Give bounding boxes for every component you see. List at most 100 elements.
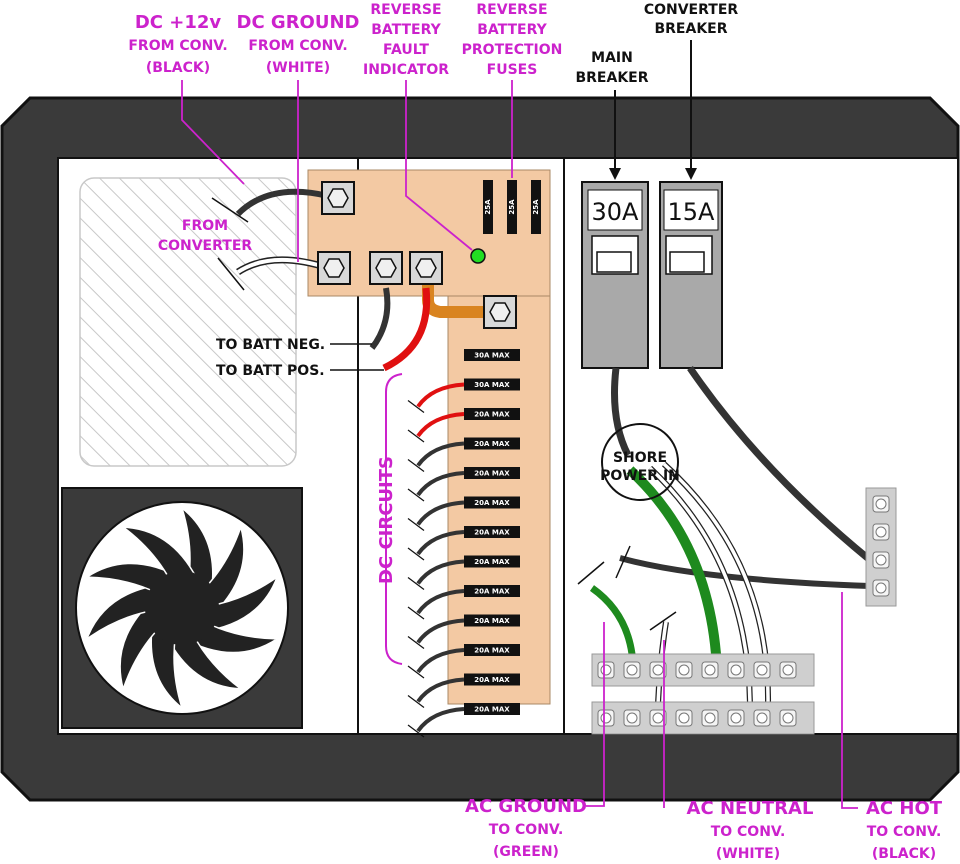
label-ac-neutral-2: TO CONV. <box>711 824 786 840</box>
label-batt-pos: TO BATT POS. <box>216 363 325 379</box>
dc-fuse <box>464 378 520 391</box>
label-converter-breaker-2: BREAKER <box>654 21 727 37</box>
label-dc-plus-2: FROM CONV. <box>128 38 227 54</box>
stud-nut <box>327 188 349 208</box>
terminal-screw[interactable] <box>875 582 887 594</box>
ac-terminal-blocks <box>591 487 897 735</box>
label-converter-breaker-1: CONVERTER <box>644 2 739 18</box>
leader-dc-plus <box>181 80 245 185</box>
leader-main-breaker-arrow <box>609 168 621 180</box>
dc-circuit-wire <box>416 589 465 615</box>
dc-fuse <box>464 496 520 509</box>
dc-circuit-wire <box>416 530 465 556</box>
terminal-screw[interactable] <box>875 526 887 538</box>
terminal-screw[interactable] <box>730 664 742 676</box>
dc-fuse <box>464 526 520 538</box>
top-fuse <box>531 180 541 234</box>
dc-circuit-wire <box>416 707 465 733</box>
main-breaker-wire <box>611 367 632 457</box>
top-fuse-rating: 25A <box>508 199 516 215</box>
converter-breaker-rating: 15A <box>668 198 716 226</box>
terminal-screw[interactable] <box>678 712 690 724</box>
wire-end-1 <box>211 197 249 223</box>
terminal-screw[interactable] <box>756 664 768 676</box>
terminal-screw[interactable] <box>626 664 638 676</box>
terminal-screw[interactable] <box>678 664 690 676</box>
terminal-screw[interactable] <box>730 712 742 724</box>
label-dc-circuits: DC CIRCUITS <box>376 456 397 584</box>
dc-circuit-fuses: 30A MAX 30A MAX 20A MAX 20A MAX 20A MAX 20A M… <box>464 349 520 715</box>
fan-hub <box>145 571 219 645</box>
dc-circuit-wire <box>416 441 465 467</box>
dc-fuse-rating: 20A MAX <box>474 676 510 684</box>
dc-wire-end <box>407 459 425 472</box>
dc-wire-end <box>407 695 425 708</box>
dc-fuse-rating: 30A MAX <box>474 352 510 360</box>
dc-circuit-wire <box>416 648 465 674</box>
dc-circuits-bracket <box>385 373 403 665</box>
label-fuses-3: PROTECTION <box>462 42 563 58</box>
ac-wire-end-1 <box>577 561 605 585</box>
terminal-screw[interactable] <box>704 664 716 676</box>
terminal-screw[interactable] <box>652 664 664 676</box>
top-fuse <box>507 180 517 234</box>
label-ac-neutral-3: (WHITE) <box>716 846 780 862</box>
dc-fuse-rating: 20A MAX <box>474 558 510 566</box>
main-breaker-handle[interactable] <box>596 251 632 273</box>
terminal-screw[interactable] <box>756 712 768 724</box>
terminal-screw[interactable] <box>600 712 612 724</box>
dc-fuse <box>464 585 520 597</box>
terminal-screw[interactable] <box>782 712 794 724</box>
label-ac-ground-1: AC GROUND <box>465 796 587 817</box>
label-batt-neg: TO BATT NEG. <box>216 337 325 353</box>
terminal-screw[interactable] <box>875 498 887 510</box>
dc-wire-end <box>407 606 425 620</box>
top-fuse <box>483 180 493 234</box>
label-indicator-1: REVERSE <box>370 2 441 18</box>
converter-breaker-handle[interactable] <box>669 251 705 273</box>
shore-power-line-1: SHORE <box>613 450 667 466</box>
terminal-screw[interactable] <box>875 554 887 566</box>
dc-fuse-rating: 20A MAX <box>474 411 510 419</box>
terminal-screw[interactable] <box>600 664 612 676</box>
label-ac-ground-2: TO CONV. <box>489 822 564 838</box>
dc-circuit-wire <box>416 559 465 585</box>
main-breaker-rating: 30A <box>592 198 640 226</box>
label-dc-plus-1: DC +12v <box>135 12 222 33</box>
dc-fuse <box>464 673 520 686</box>
dc-fuse <box>464 437 520 450</box>
ac-wire-end-3 <box>649 611 677 631</box>
ac-ground-conv-wire <box>589 585 636 655</box>
terminal-screw[interactable] <box>652 712 664 724</box>
label-dc-plus-3: (BLACK) <box>146 60 210 76</box>
dc-circuit-wire <box>416 500 465 526</box>
stud-nut <box>415 258 437 278</box>
dc-wire-end <box>407 547 425 561</box>
dc-circuit-wire <box>416 382 465 408</box>
dc-circuit-wire <box>416 618 465 644</box>
label-indicator-2: BATTERY <box>371 22 441 38</box>
dc-fuse <box>464 408 520 420</box>
dc-fuse <box>464 644 520 656</box>
dc-wire-end <box>407 429 425 443</box>
dc-fuse-rating: 30A MAX <box>474 381 510 389</box>
dc-wire-end <box>407 665 425 679</box>
ac-wire-end-2 <box>615 545 631 579</box>
batt-neg-wire <box>369 287 391 350</box>
terminal-screw[interactable] <box>704 712 716 724</box>
dc-wire-end <box>407 518 425 531</box>
converter-breaker-wire <box>687 366 873 563</box>
leader-indicator <box>405 80 473 251</box>
label-dc-ground-2: FROM CONV. <box>248 38 347 54</box>
converter-breaker-label-box <box>663 189 719 231</box>
terminal-screw[interactable] <box>782 664 794 676</box>
dc-fuse <box>464 703 520 715</box>
wire-end-2 <box>217 257 245 291</box>
dc-circuit-wire <box>416 471 465 497</box>
label-main-breaker-1: MAIN <box>591 50 633 66</box>
dc-fuse-rating: 20A MAX <box>474 470 510 478</box>
terminal-studs <box>317 181 517 329</box>
terminal-screw[interactable] <box>626 712 638 724</box>
